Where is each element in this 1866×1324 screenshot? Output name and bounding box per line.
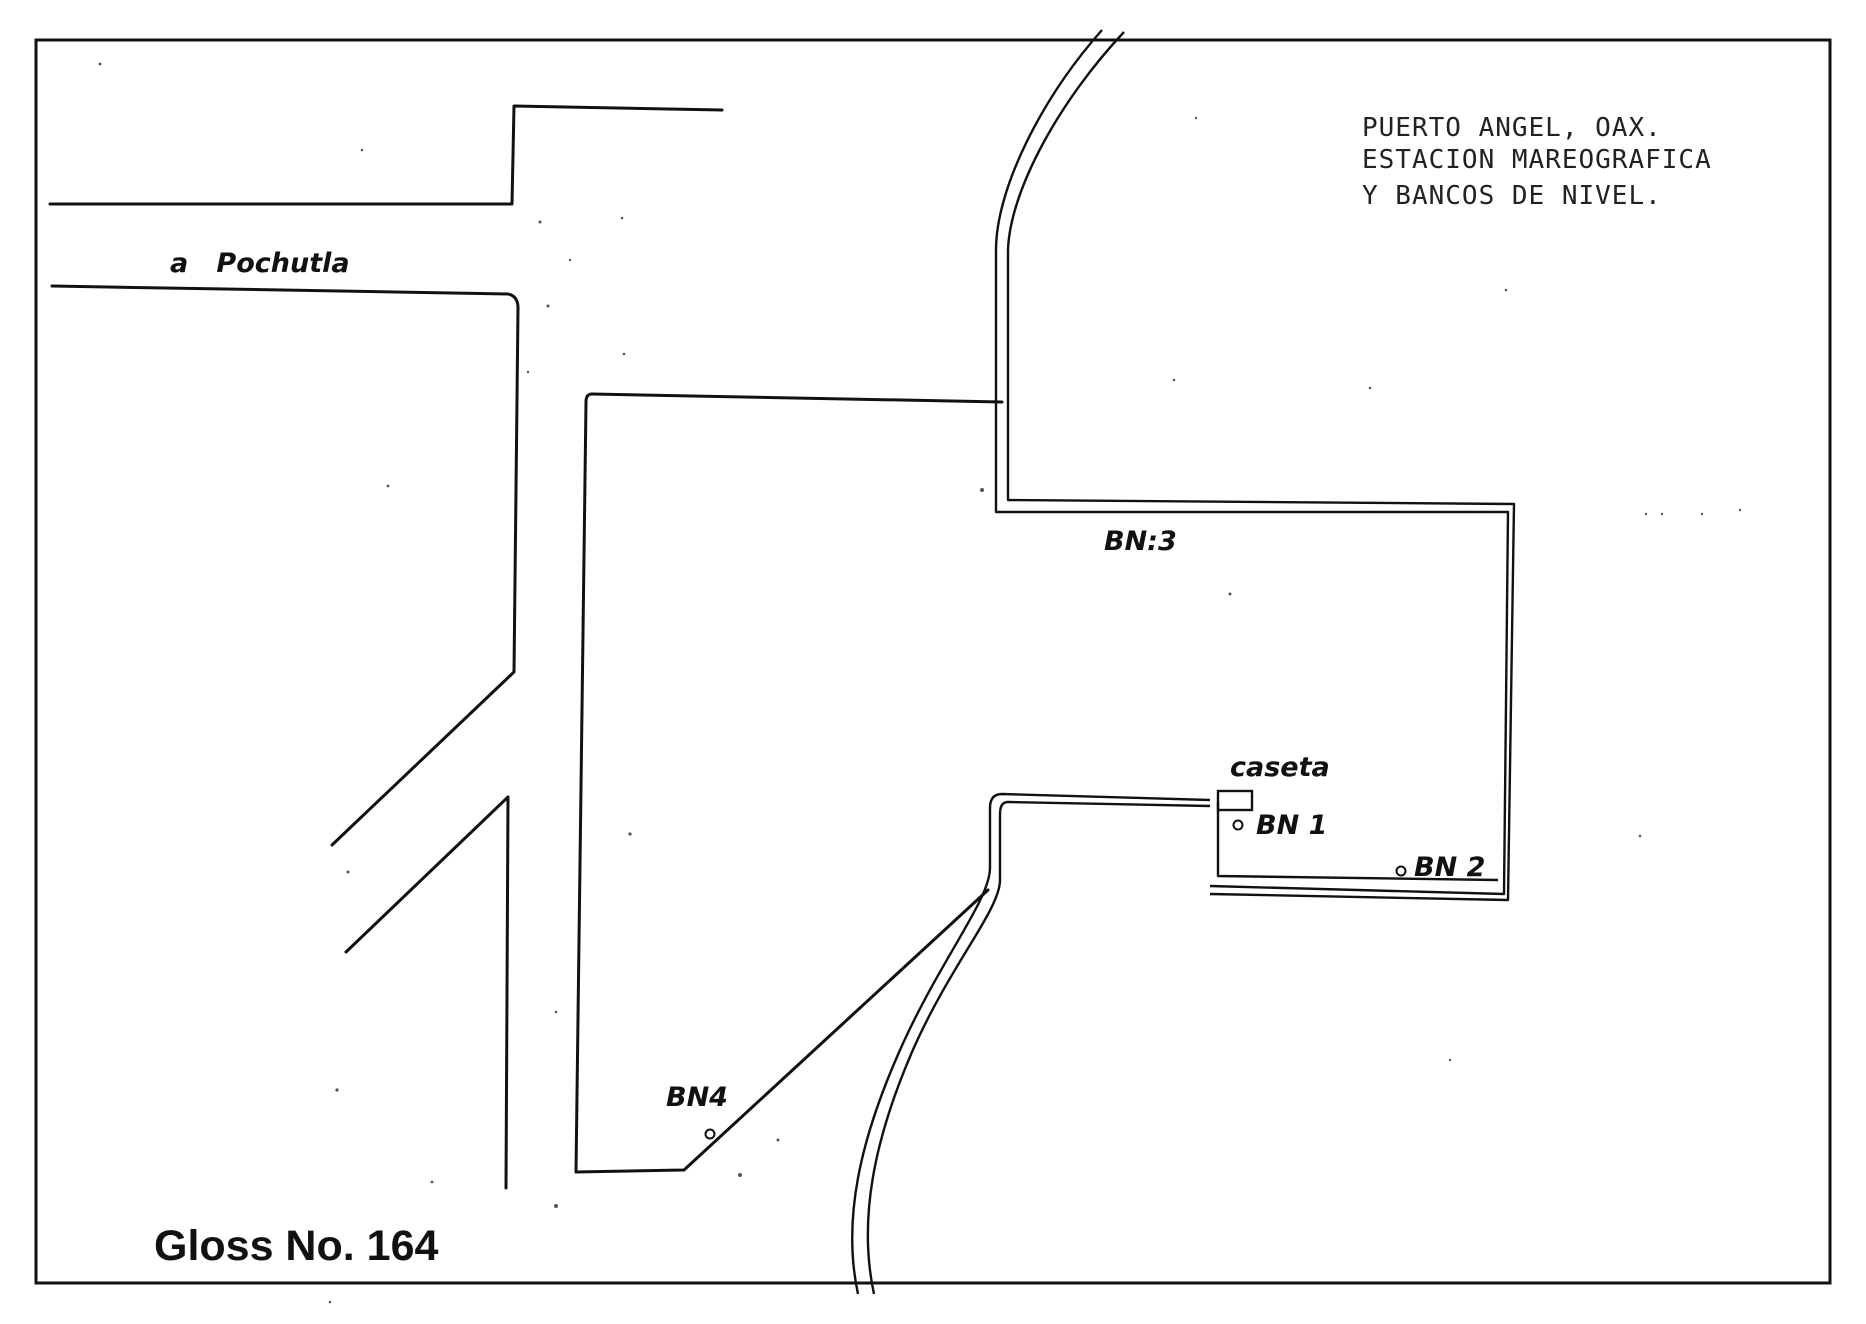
caseta-hut — [1216, 789, 1254, 812]
caseta-label: caseta — [1230, 752, 1330, 783]
bn1-marker — [1232, 819, 1244, 831]
bn2-label: BN 2 — [1414, 852, 1485, 883]
gloss-number: Gloss No. 164 — [154, 1222, 438, 1270]
title-line-3: Y BANCOS DE NIVEL. — [1362, 181, 1662, 211]
site-boundary — [574, 392, 1004, 1174]
bn4-label: BN4 — [666, 1082, 728, 1113]
bn3-label: BN:3 — [1104, 526, 1177, 557]
title-line-2: ESTACION MAREOGRAFICA — [1362, 145, 1712, 175]
scan-specks — [98, 62, 1742, 1304]
bn1-label: BN 1 — [1256, 810, 1327, 841]
harbor-wall-double-line — [850, 29, 1516, 1295]
bn2-marker — [1395, 865, 1407, 877]
title-line-1: PUERTO ANGEL, OAX. — [1362, 113, 1662, 143]
road-to-pochutla — [48, 104, 724, 1190]
road-label-pochutla: a Pochutla — [170, 248, 350, 279]
bn4-marker — [704, 1128, 716, 1140]
map-frame — [34, 38, 1832, 1285]
